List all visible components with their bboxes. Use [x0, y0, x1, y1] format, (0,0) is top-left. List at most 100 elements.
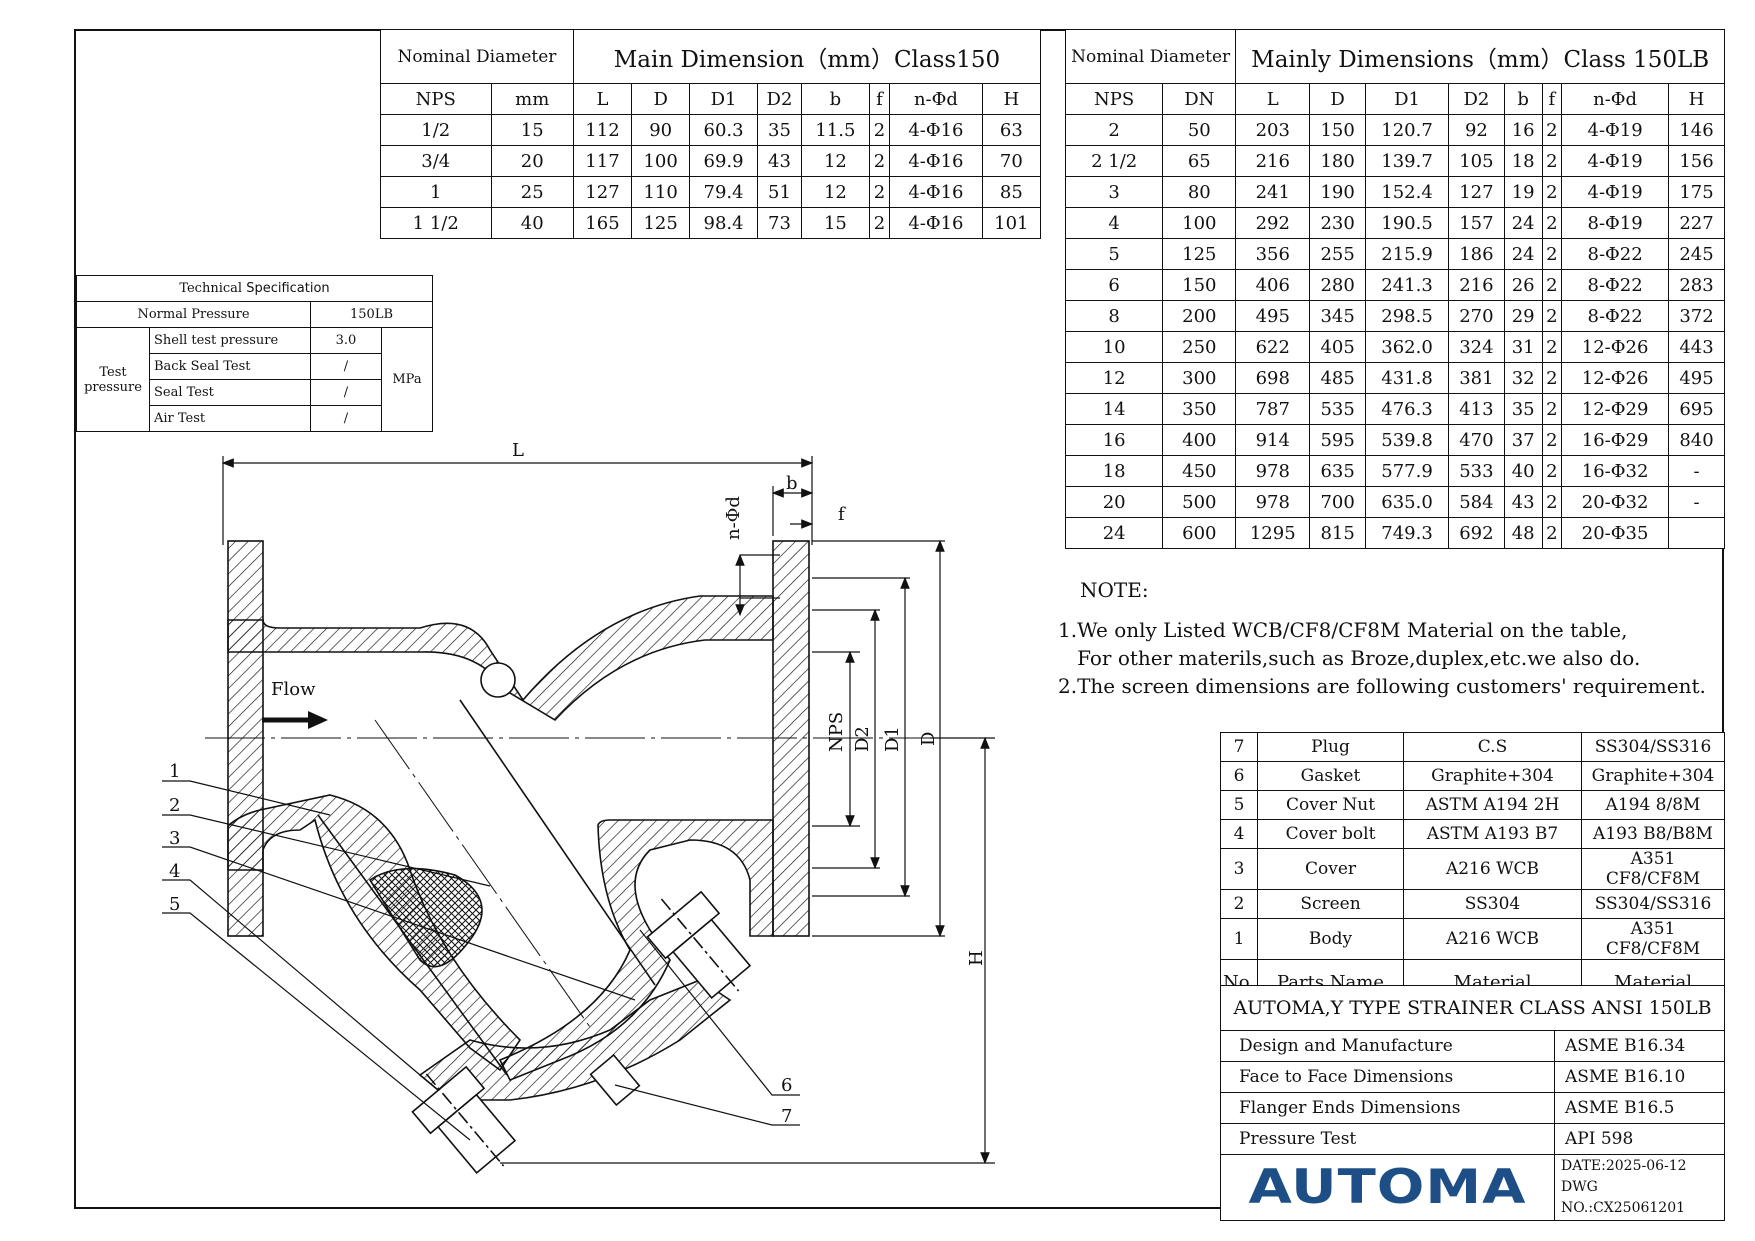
- table-cell: 190: [1309, 176, 1367, 208]
- dim-label-b: b: [786, 473, 798, 494]
- table-cell: 2: [1064, 114, 1164, 146]
- table-cell: 73: [756, 207, 803, 239]
- lower-left-wall: [227, 794, 522, 1072]
- table-cell: 8-Φ22: [1561, 269, 1670, 301]
- table-cell: 495: [1235, 300, 1311, 332]
- table-cell: 175: [1668, 176, 1725, 208]
- normal-pressure-label: Normal Pressure: [76, 301, 311, 328]
- callout-3: 3: [169, 828, 180, 849]
- table-cell: 35: [1503, 393, 1543, 425]
- table-cell: Cover bolt: [1257, 819, 1404, 849]
- table-cell: 431.8: [1365, 362, 1449, 394]
- table-cell: 43: [756, 145, 803, 177]
- dim-label-nd: n-Φd: [723, 496, 744, 540]
- table-cell: 125: [631, 207, 691, 239]
- column-header: H: [1668, 83, 1725, 115]
- table-cell: 4-Φ16: [889, 114, 983, 146]
- note-heading: NOTE:: [1080, 578, 1149, 602]
- cover: [418, 979, 732, 1101]
- upper-body-wall: [227, 595, 774, 722]
- table-cell: 413: [1447, 393, 1505, 425]
- table-cell: SS304/SS316: [1581, 732, 1725, 762]
- table-cell: 190.5: [1365, 207, 1449, 239]
- callout-6: 6: [781, 1075, 792, 1096]
- table-cell: 40: [1503, 455, 1543, 487]
- drawing-date: DATE:2025-06-12: [1561, 1158, 1687, 1174]
- table-cell: 14: [1064, 393, 1164, 425]
- table-cell: 1: [1220, 918, 1258, 960]
- table-cell: 356: [1235, 238, 1311, 270]
- table-cell: [1668, 517, 1725, 549]
- table-cell: Body: [1257, 918, 1404, 960]
- table-cell: 92: [1447, 114, 1505, 146]
- table-cell: 20-Φ35: [1561, 517, 1670, 549]
- column-header: DN: [1162, 83, 1237, 115]
- table-cell: 535: [1309, 393, 1367, 425]
- table-cell: 20-Φ32: [1561, 486, 1670, 518]
- table-cell: 978: [1235, 455, 1311, 487]
- class150-dimension-table: Nominal Diameter Main Dimension（mm）Class…: [380, 29, 1042, 239]
- table-cell: 241.3: [1365, 269, 1449, 301]
- table-cell: A351 CF8/CF8M: [1581, 848, 1725, 890]
- table-cell: 146: [1668, 114, 1725, 146]
- dim-label-f: f: [838, 504, 846, 525]
- table-cell: 12-Φ26: [1561, 331, 1670, 363]
- valve-body-section: [227, 540, 810, 1101]
- table-cell: 85: [981, 176, 1042, 208]
- table-cell: A351 CF8/CF8M: [1581, 918, 1725, 960]
- table-cell: 1/2: [380, 114, 492, 146]
- table-cell: 101: [981, 207, 1042, 239]
- table-cell: 127: [1447, 176, 1505, 208]
- class150lb-title: Mainly Dimensions（mm）Class 150LB: [1235, 29, 1725, 84]
- flow-label: Flow: [271, 679, 316, 700]
- dim-label-L: L: [512, 440, 524, 461]
- table-cell: 584: [1447, 486, 1505, 518]
- test-name: Air Test: [149, 405, 311, 432]
- table-cell: 203: [1235, 114, 1311, 146]
- table-cell: 80: [1162, 176, 1237, 208]
- table-cell: 5: [1220, 790, 1258, 820]
- table-cell: Cover: [1257, 848, 1404, 890]
- table-cell: 152.4: [1365, 176, 1449, 208]
- table-cell: 476.3: [1365, 393, 1449, 425]
- table-cell: 4-Φ19: [1561, 176, 1670, 208]
- table-cell: 8-Φ22: [1561, 238, 1670, 270]
- column-header: b: [1503, 83, 1543, 115]
- table-cell: Plug: [1257, 732, 1404, 762]
- table-cell: 622: [1235, 331, 1311, 363]
- table-cell: 12: [801, 176, 870, 208]
- table-cell: 125: [1162, 238, 1237, 270]
- table-cell: 12: [1064, 362, 1164, 394]
- table-cell: 11.5: [801, 114, 870, 146]
- dim-label-D1: D1: [882, 726, 903, 752]
- standard-label: Pressure Test: [1220, 1123, 1555, 1155]
- column-header: b: [801, 83, 870, 115]
- table-cell: 165: [572, 207, 633, 239]
- table-cell: 3/4: [380, 145, 492, 177]
- dim-label-D2: D2: [852, 726, 873, 752]
- table-cell: 255: [1309, 238, 1367, 270]
- table-cell: 90: [631, 114, 691, 146]
- table-cell: 32: [1503, 362, 1543, 394]
- table-cell: 216: [1235, 145, 1311, 177]
- table-cell: 65: [1162, 145, 1237, 177]
- table-cell: 16: [1503, 114, 1543, 146]
- table-cell: 4-Φ19: [1561, 114, 1670, 146]
- table-cell: 15: [801, 207, 870, 239]
- note-line: For other materils,such as Broze,duplex,…: [1058, 646, 1641, 670]
- table-cell: 105: [1447, 145, 1505, 177]
